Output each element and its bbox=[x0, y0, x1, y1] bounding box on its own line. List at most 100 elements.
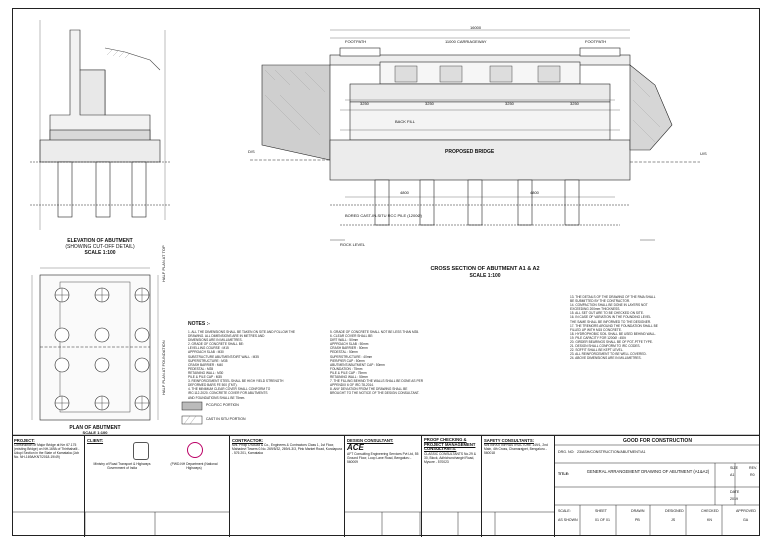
us-label: U/S bbox=[700, 151, 707, 156]
designed-value: JS bbox=[671, 518, 676, 522]
elevation-subtitle: (SHOWING CUT-OFF DETAIL) bbox=[65, 244, 135, 250]
plan-of-abutment bbox=[31, 267, 159, 421]
plan-title: PLAN OF ABUTMENT bbox=[69, 425, 121, 431]
note-line: APPENDIX 6 OF IRC:78-2014. bbox=[330, 383, 374, 388]
designed-label: DESIGNED bbox=[665, 509, 684, 513]
notes-column-3: 13. THE DETAILS OF THE DRAWING OF THE RM… bbox=[570, 295, 658, 361]
note-line: BE SUBMITTED BY THE CONTRACTOR. bbox=[570, 299, 631, 304]
note-line: DEFORMED BARS FE 500 (TMT). bbox=[188, 383, 238, 388]
design-logo: ACE bbox=[347, 443, 364, 452]
note-line: 8. ANY DEVIATION FROM THE DRAWING SHALL … bbox=[330, 387, 408, 392]
client-cell: CLIENT: Ministry of Road Transport & Hig… bbox=[85, 436, 230, 537]
size-value: A1 bbox=[730, 473, 735, 477]
note-line: LEVELLING COURSE : M15 bbox=[188, 346, 229, 351]
note-line: PILE & PILE CAP : M35 bbox=[188, 375, 222, 380]
safety-details: M/s INFATI INFRASTRUCTURE 149/1, 2nd Mai… bbox=[484, 443, 548, 455]
note-line: 23. ALL REINFORCEMENT TO BE WELL COVERED… bbox=[570, 352, 647, 357]
section-title: CROSS SECTION OF ABUTMENT A1 & A2 bbox=[430, 266, 540, 272]
note-line: 3. REINFORCEMENT STEEL SHALL BE HIGH YIE… bbox=[188, 379, 284, 384]
title-block: PROJECT: Construction of Major Bridge at… bbox=[12, 435, 760, 537]
proof-details: CLASSIC CONSULTANTS No.29 & 30, Block, A… bbox=[424, 451, 476, 464]
note-line: FOUNDATION : 75mm bbox=[330, 366, 363, 371]
dim-6: 4800 bbox=[530, 190, 539, 195]
note-line: RETAINING WALL : 50mm bbox=[330, 375, 368, 380]
note-line: 5. GRADE OF CONCRETE SHALL NOT BE LESS T… bbox=[330, 330, 420, 334]
design-heading: DESIGN CONSULTANT: bbox=[347, 438, 394, 443]
drawn-value: PB bbox=[635, 518, 640, 522]
approved-value: GA bbox=[743, 518, 749, 522]
note-line: BROUGHT TO THE NOTICE OF THE DESIGN CONS… bbox=[330, 391, 420, 396]
dim-5: 4800 bbox=[400, 190, 409, 195]
half-plan-top-label: HALF PLAN AT TOP bbox=[161, 245, 166, 282]
proof-heading: PROOF CHECKING & PROJECT MANAGEMENT CONS… bbox=[424, 437, 476, 451]
note-line: DIMENSIONS ARE IN MILLIMETRES. bbox=[188, 338, 243, 343]
note-line: 22. SOFFIT SHALL BE KEPT LEVEL. bbox=[570, 348, 624, 353]
elevation-of-abutment bbox=[30, 20, 170, 230]
cross-section-abutment bbox=[250, 29, 700, 241]
checked-label: CHECKED bbox=[701, 509, 719, 513]
note-line: SUPERSTRUCTURE : M35 bbox=[188, 358, 228, 363]
note-line: IRC:112-2020. CONCRETE COVER FOR ABUTMEN… bbox=[188, 391, 268, 396]
proof-cell: PROOF CHECKING & PROJECT MANAGEMENT CONS… bbox=[422, 436, 482, 537]
note-line: PILE & PILE CAP : 75mm bbox=[330, 370, 367, 375]
sheet-value: 01 OF 01 bbox=[595, 518, 610, 522]
sheet-label: SHEET bbox=[595, 509, 607, 513]
dim-1: 3250 bbox=[360, 101, 369, 106]
date-value: 2019 bbox=[730, 497, 738, 501]
ds-label: D/S bbox=[248, 149, 255, 154]
proposed-bridge-label: PROPOSED BRIDGE bbox=[445, 149, 495, 155]
note-line: 2. GRADE OF CONCRETE SHALL BE: bbox=[188, 342, 244, 347]
note-line: 16. IN CASE OF VARIATION IN THE FOUNDING… bbox=[570, 315, 651, 320]
pwd-name: (PWD-NH Department (National Highways) bbox=[170, 462, 218, 470]
design-details: AFT Consulting Engineering Services Pvt … bbox=[347, 452, 419, 464]
note-line: 20. GIRDER BEARINGS SHALL BE OF POT-PTFE… bbox=[570, 340, 653, 345]
legend-swatches bbox=[181, 401, 203, 425]
overall-width-label: 16000 bbox=[470, 25, 482, 30]
note-line: EXCEEDING 200mm THICKNESS. bbox=[570, 307, 621, 312]
project-description: Construction of Major Bridge at Km 67.17… bbox=[14, 443, 80, 459]
client-heading: CLIENT: bbox=[87, 438, 104, 443]
carriageway-label: 11000 CARRIAGEWAY bbox=[445, 39, 487, 44]
dim-2: 3250 bbox=[425, 101, 434, 106]
note-line: 21. DESIGN SHALL CONFORM TO IRC CODES. bbox=[570, 344, 641, 349]
note-line: PEDESTAL : 50mm bbox=[330, 350, 358, 355]
drg-no-label: DRG. NO: bbox=[558, 450, 575, 454]
size-label: SIZE bbox=[730, 466, 738, 470]
good-for-construction: GOOD FOR CONSTRUCTION bbox=[623, 438, 692, 444]
note-line: 4. THE MINIMUM CLEAR COVER SHALL CONFORM… bbox=[188, 387, 271, 392]
note-line: APPROACH SLAB : M30 bbox=[188, 350, 224, 355]
note-line: 19. PILE CAPACITY FOR 1200Ø : 450t bbox=[570, 335, 626, 340]
drg-no-value: 23/ASH/CONSTRUCTION/ABUTMENT/A1 bbox=[577, 450, 646, 454]
contractor-cell: CONTRACTOR: M/s. Philip D'souza & Co., E… bbox=[230, 436, 345, 537]
contractor-heading: CONTRACTOR: bbox=[232, 438, 264, 443]
scale-value: AS SHOWN bbox=[558, 518, 578, 522]
design-consultant-cell: DESIGN CONSULTANT: ACE AFT Consulting En… bbox=[345, 436, 422, 537]
note-line: 17. THE TREMORS AROUND THE FOUNDATION SH… bbox=[570, 323, 658, 328]
bored-pile-label: BORED CAST-IN-SITU RCC PILE (1200Ø) bbox=[345, 213, 422, 218]
note-line: 7. THE FILLING BEHIND THE WALLS SHALL BE… bbox=[330, 379, 423, 384]
note-line: PEDESTAL : M35 bbox=[188, 366, 214, 371]
contractor-details: M/s. Philip D'souza & Co., Engineers & C… bbox=[232, 443, 342, 455]
emblem-icon bbox=[133, 442, 149, 460]
note-line: 24. ABOVE DIMENSIONS ARE IN MILLIMETRES. bbox=[570, 356, 642, 361]
note-line: AND FOUNDATIONS SHALL BE 75mm. bbox=[188, 395, 246, 400]
rev-value: R0 bbox=[750, 473, 755, 477]
note-line: APPROACH SLAB : 50mm bbox=[330, 342, 369, 347]
dim-4: 3250 bbox=[570, 101, 579, 106]
approved-label: APPROVED bbox=[736, 509, 756, 513]
legend-pcc-label: PCC/RCC PORTION bbox=[206, 403, 239, 407]
pwd-logo-icon bbox=[187, 442, 203, 458]
back-fill-label: BACK FILL bbox=[395, 119, 416, 124]
notes-column-1: 1. ALL THE DIMENSIONS SHALL BE TAKEN ON … bbox=[188, 330, 295, 400]
note-line: THE SAME SHALL BE INFORMED TO THE DESIGN… bbox=[570, 319, 652, 324]
note-line: 6. CLEAR COVER SHALL BE: bbox=[330, 334, 374, 339]
notes-title: NOTES :- bbox=[188, 321, 210, 327]
footpath-left-label: FOOTPATH bbox=[345, 39, 367, 44]
drawing-title: GENERAL ARRANGEMENT DRAWING OF ABUTMENT … bbox=[586, 469, 710, 474]
client-name: Ministry of Road Transport & Highways Go… bbox=[93, 462, 151, 470]
note-line: DRAWING. ALL DIMENSIONS ARE IN METRES AN… bbox=[188, 334, 265, 339]
project-heading: PROJECT: bbox=[14, 438, 35, 443]
safety-heading: SAFETY CONSULTANTS: bbox=[484, 438, 535, 443]
title-label: TITLE: bbox=[558, 472, 570, 476]
note-line: 15. ALL SET OUT ARE TO BE CHECKED ON SIT… bbox=[570, 311, 644, 316]
